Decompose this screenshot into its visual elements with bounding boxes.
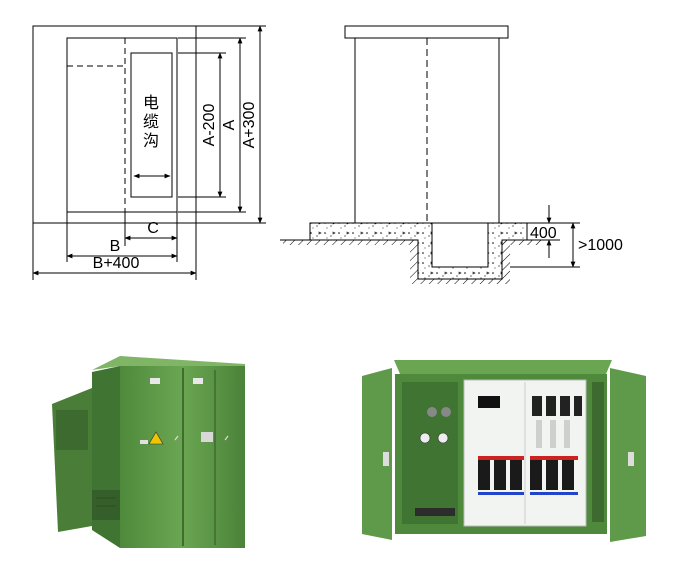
ground-hatch-left: [283, 240, 418, 245]
enclosure-roof: [344, 25, 509, 39]
hv-compartment: [402, 382, 458, 524]
dim-label-a-minus-200: A-200: [201, 104, 218, 147]
dim-label-gt-1000: >1000: [578, 237, 623, 254]
breaker-row-bottom: [478, 456, 578, 495]
breaker-row-top: [478, 396, 582, 448]
foundation-outline: [32, 25, 197, 224]
section-view-labels: 400 >1000: [530, 225, 623, 254]
ground-hatch-pit: [410, 279, 510, 284]
pit-inner: [431, 222, 489, 268]
cable-trench-label-3: 沟: [143, 132, 159, 150]
dim-label-a: A: [221, 119, 238, 130]
foundation-slab: [309, 222, 528, 280]
cable-trench: [130, 52, 173, 198]
section-view: [280, 25, 580, 284]
cable-trench-label-1: 电: [143, 94, 159, 112]
dim-label-400: 400: [530, 225, 557, 242]
dim-label-b: B: [110, 238, 121, 255]
enclosure-outline: [66, 37, 178, 213]
dim-label-b-plus-400: B+400: [93, 255, 140, 272]
dim-label-c: C: [147, 220, 159, 237]
closed-enclosure-photo: [52, 356, 245, 548]
transformer-side: [52, 388, 92, 532]
dim-label-a-plus-300: A+300: [241, 102, 258, 149]
left-door-open: [362, 368, 392, 540]
cable-trench-label-2: 缆: [143, 113, 159, 131]
plan-view-labels: 电 缆 沟 A-200 A A+300 C B B+400: [93, 94, 258, 272]
open-enclosure-photo: [362, 360, 646, 542]
open-cabinet-roof: [394, 360, 612, 374]
ground-hatch-right: [502, 240, 544, 245]
plan-view: [32, 25, 266, 280]
meter-icon: [419, 432, 431, 444]
enclosure-side-panel: [92, 366, 120, 548]
warning-sign-icon: [148, 431, 164, 445]
door-handle-icon: [201, 432, 213, 442]
ground-hatch-pit-left-side: [410, 240, 418, 279]
ground-hatch-pit-right-side: [502, 240, 510, 279]
